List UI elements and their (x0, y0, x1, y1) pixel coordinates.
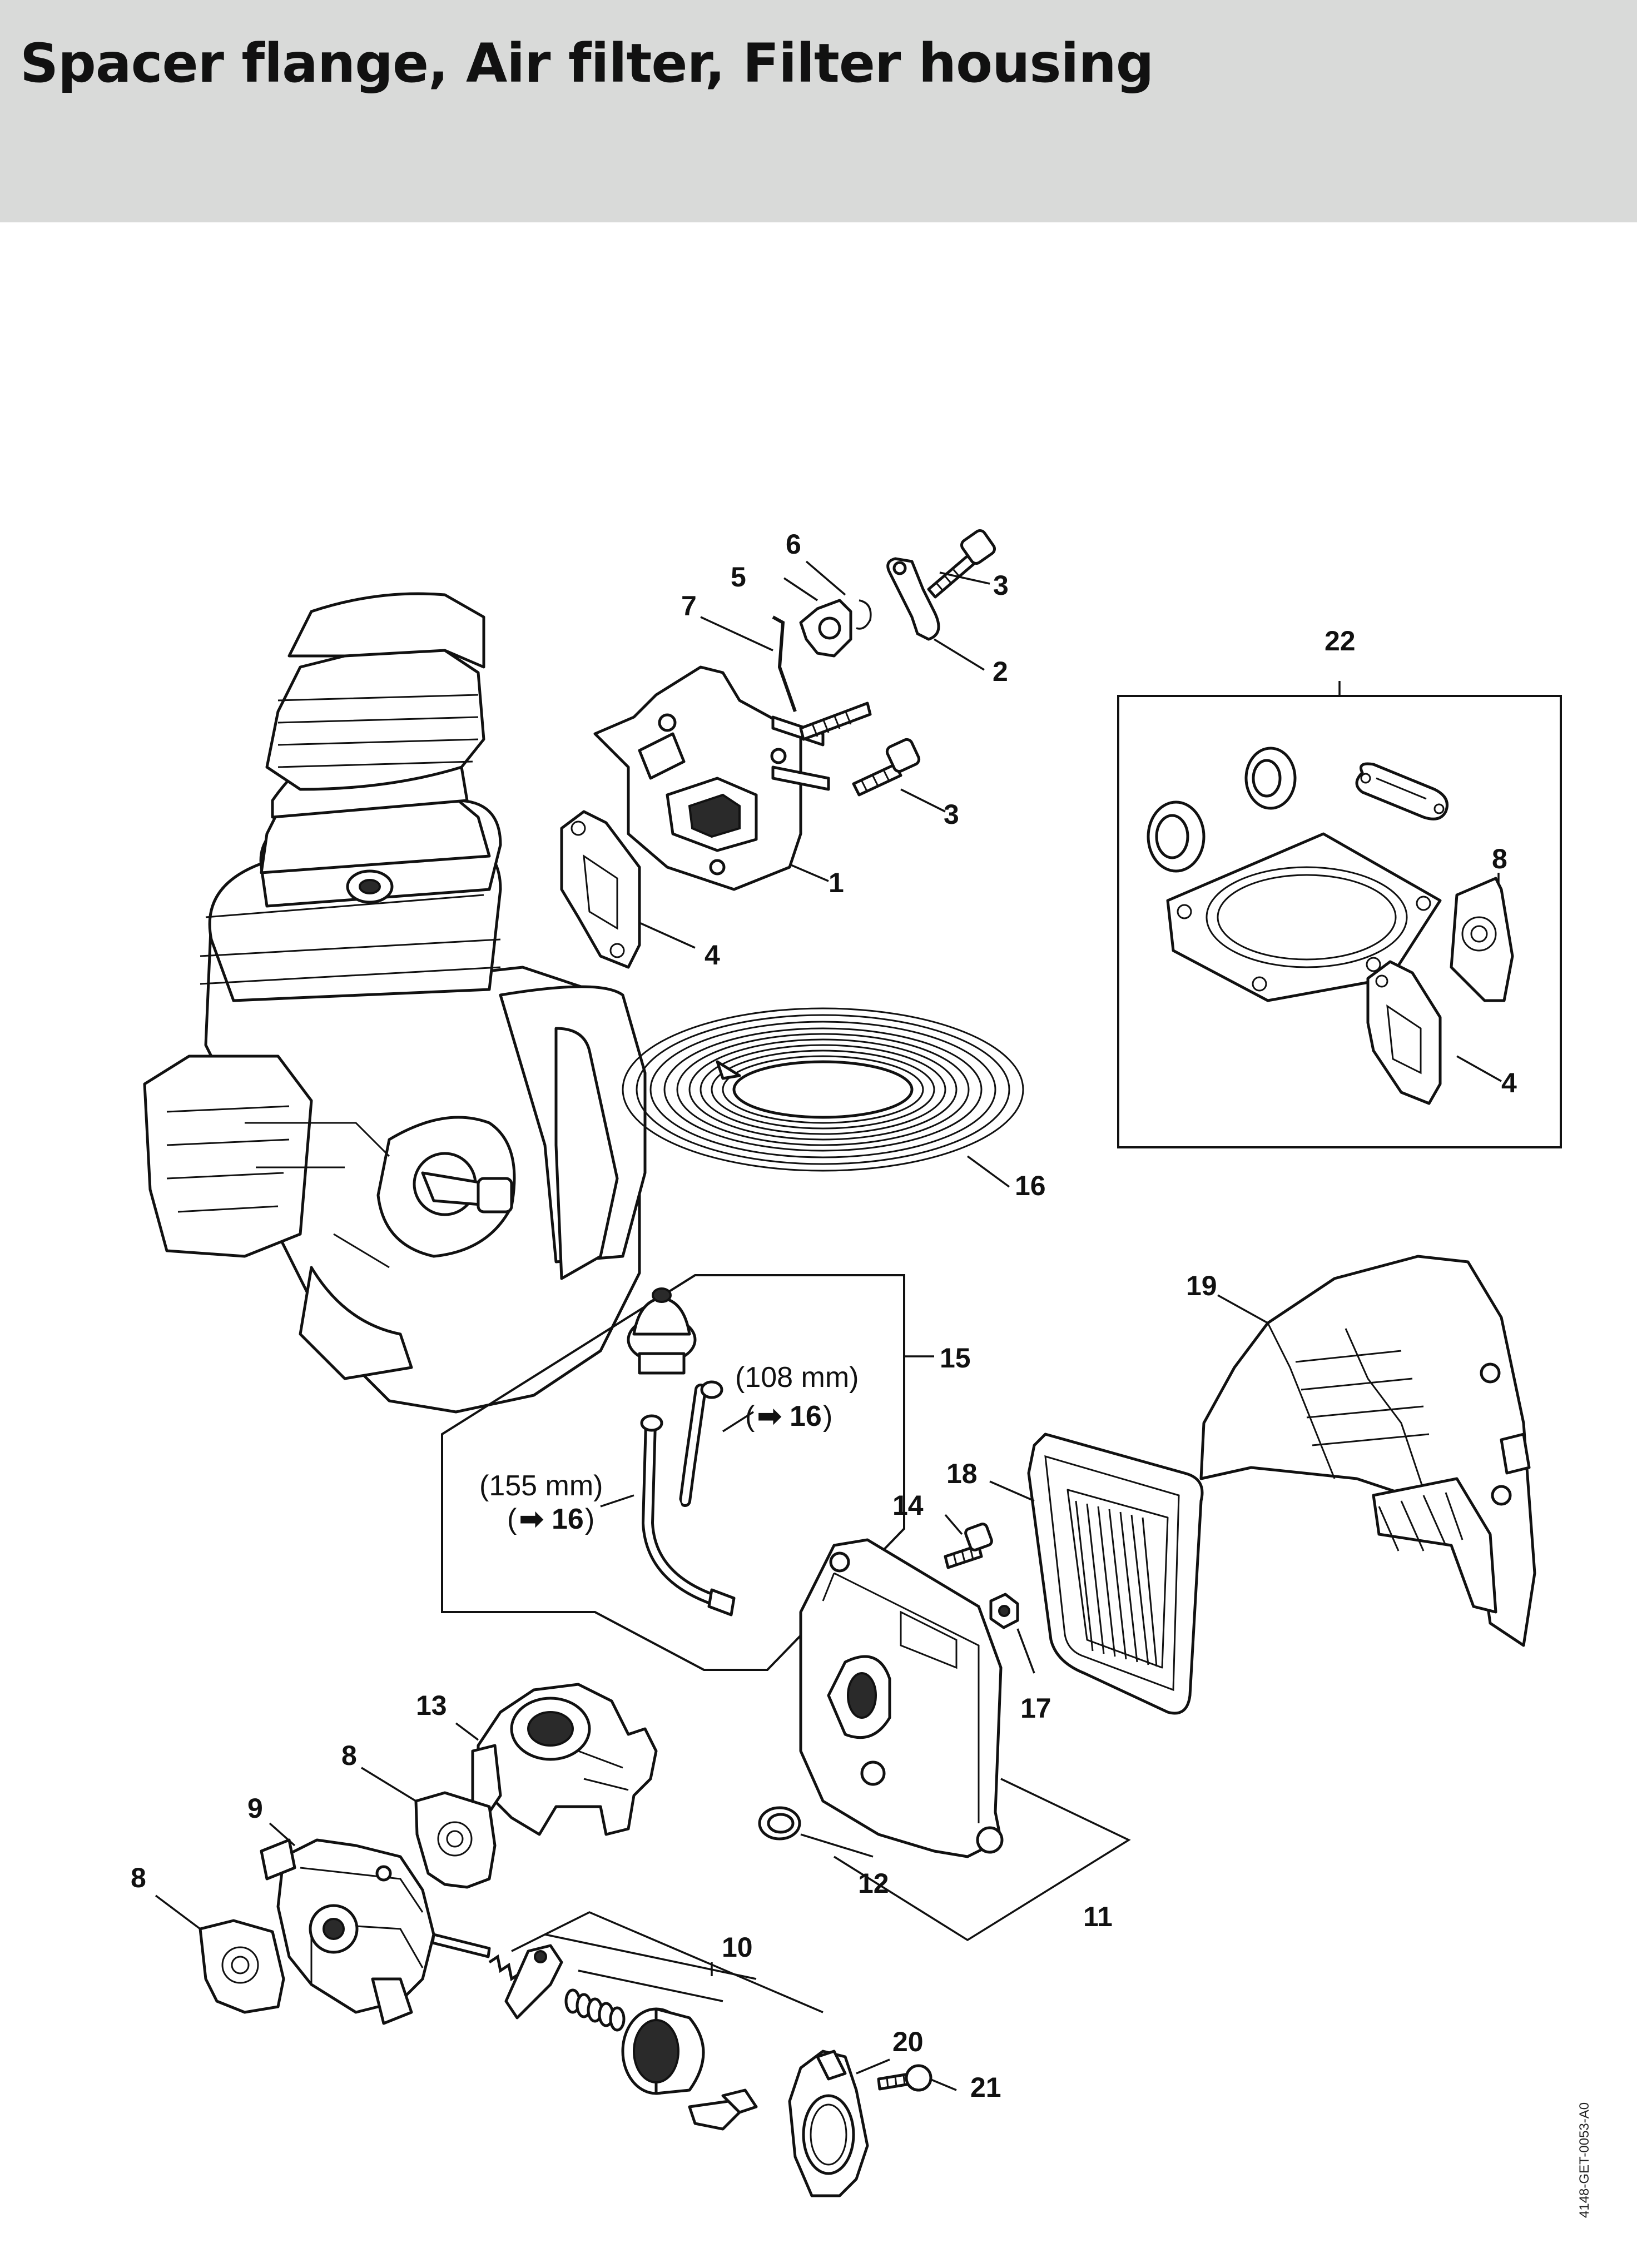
exhaust-gasket (1355, 762, 1449, 820)
callout-labels: 1 2 3 3 4 4 5 6 7 8 8 8 9 10 11 12 13 14… (131, 529, 1517, 2103)
callout-9: 9 (247, 1793, 263, 1824)
hose-kit-frame (441, 1274, 905, 1671)
carburetor-gasket-8-middle (414, 1791, 497, 1889)
callout-11: 11 (1083, 1901, 1113, 1932)
purge-pump (627, 1287, 697, 1375)
callout-20: 20 (892, 2026, 924, 2057)
screw-14 (944, 1523, 993, 1569)
retaining-ring-6 (856, 599, 872, 630)
bracket-clip-2 (886, 557, 940, 641)
document-code: 4148-GET-0053-A0 (1577, 2102, 1592, 2218)
throttle-lever (504, 1944, 563, 2020)
callout-12: 12 (858, 1868, 889, 1899)
callout-10: 10 (722, 1932, 753, 1963)
leader-lines (155, 560, 1502, 2091)
ref-arrow-1: ➡ (757, 1400, 782, 1433)
fuel-hose-short (679, 1380, 723, 1507)
housing-assembly-bracket (834, 1778, 1131, 1942)
ref-paren-close-2: ) (585, 1503, 594, 1535)
callout-17: 17 (1020, 1693, 1051, 1724)
callout-2: 2 (993, 656, 1008, 687)
hose-length-notes: (108 mm) ( ➡ 16 ) (155 mm) ( ➡ 16 ) (479, 1361, 859, 1535)
carburetor-gasket-8-kit (1450, 877, 1514, 1002)
hose-kit-15 (441, 1274, 934, 1671)
callout-6: 6 (786, 529, 801, 560)
shaft-seal-small (1244, 747, 1297, 810)
callout-14: 14 (892, 1490, 924, 1521)
carburetor-gasket-8-left (199, 1919, 285, 2014)
callout-13: 13 (416, 1690, 447, 1721)
ref-part-16-b: 16 (552, 1503, 584, 1535)
gasket-set-22 (1117, 681, 1562, 1148)
lever-5 (799, 599, 852, 658)
hose-length-155: (155 mm) (479, 1470, 603, 1502)
filter-housing-11 (799, 1538, 1004, 1858)
screw-3-lower (852, 738, 921, 797)
page-title: Spacer flange, Air filter, Filter housin… (20, 32, 1154, 94)
throttle-kit-bracket-top (511, 1911, 824, 2013)
screw-long-top (799, 702, 872, 741)
rod-7 (772, 615, 797, 712)
throttle-drum (621, 2007, 705, 2095)
air-filter-18 (1027, 1433, 1204, 1715)
spacer-flange (593, 665, 830, 891)
callout-3-top: 3 (993, 570, 1009, 601)
callout-3-lower: 3 (944, 799, 959, 830)
callout-5: 5 (731, 561, 746, 593)
callout-1: 1 (829, 867, 844, 898)
callout-8-kit: 8 (1492, 843, 1507, 874)
screw-21 (877, 2064, 932, 2092)
ref-part-16-a: 16 (790, 1400, 822, 1433)
ref-paren-open-1: ( (745, 1400, 755, 1433)
callout-4-kit: 4 (1501, 1067, 1517, 1098)
intake-manifold-13 (471, 1683, 658, 1836)
callout-7: 7 (681, 590, 697, 621)
callout-19: 19 (1186, 1270, 1217, 1301)
callout-8-left: 8 (131, 1862, 146, 1893)
callout-21: 21 (970, 2072, 1001, 2103)
callout-18: 18 (946, 1458, 978, 1489)
ref-paren-open-2: ( (507, 1503, 517, 1535)
flange-gasket-4-kit (1366, 960, 1442, 1105)
callout-4-left: 4 (705, 939, 720, 971)
ref-paren-close-1: ) (823, 1400, 832, 1433)
filter-cover-19 (1199, 1255, 1536, 1647)
engine-cylinder-crankcase (143, 592, 647, 1414)
spiral-hose-16 (622, 1007, 1024, 1172)
callout-8-middle: 8 (341, 1740, 357, 1771)
header-band: Spacer flange, Air filter, Filter housin… (0, 0, 1637, 222)
throttle-knob (688, 2088, 758, 2131)
screw-3-upper (927, 529, 996, 599)
callout-22: 22 (1325, 625, 1356, 656)
fuel-hose-long (640, 1414, 736, 1617)
callout-15: 15 (940, 1342, 971, 1374)
spring-coil (564, 1988, 626, 2032)
callout-16: 16 (1015, 1170, 1046, 1201)
plug-12 (758, 1806, 801, 1841)
throttle-kit-bracket-mid (544, 1933, 757, 2002)
cover-plate-20 (788, 2050, 869, 2197)
gasket-4-left (560, 810, 641, 969)
shaft-seal-large (1147, 800, 1206, 873)
nut-17 (989, 1593, 1019, 1629)
throttle-kit-10 (488, 1911, 824, 2131)
carburetor-9 (260, 1838, 491, 2025)
ref-arrow-2: ➡ (519, 1503, 544, 1535)
hose-length-108: (108 mm) (735, 1361, 859, 1394)
